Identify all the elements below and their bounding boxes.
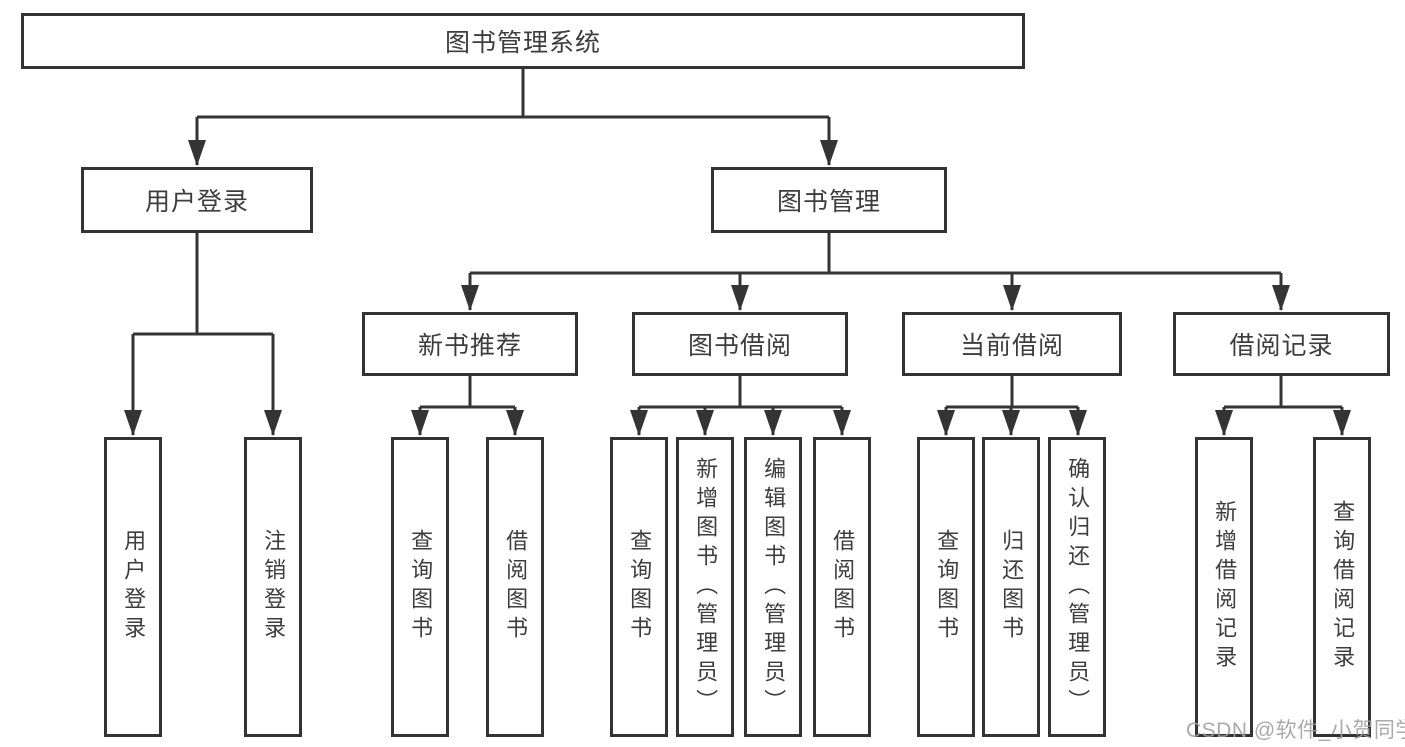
node-query-borrow-record-label: 查询借阅记录 (1330, 500, 1356, 674)
node-book-borrowing: 图书借阅 (632, 312, 848, 376)
node-logout-label: 注销登录 (261, 529, 287, 645)
node-borrow-books: 借阅图书 (813, 437, 871, 737)
node-rec-borrow-books: 借阅图书 (486, 437, 544, 737)
node-add-borrow-record-label: 新增借阅记录 (1212, 500, 1238, 674)
node-confirm-return-admin-label: 确认归还（管理员） (1065, 456, 1091, 718)
node-library-management-system-label: 图书管理系统 (444, 29, 601, 57)
node-rec-query-books: 查询图书 (391, 437, 449, 737)
connector-arrows (124, 117, 1351, 436)
node-new-book-recommendation: 新书推荐 (362, 312, 578, 376)
node-borrow-books-label: 借阅图书 (830, 529, 856, 645)
node-borrowing-records-label: 借阅记录 (1229, 332, 1334, 360)
node-add-books-admin-label: 新增图书（管理员） (693, 456, 719, 718)
node-rec-borrow-books-label: 借阅图书 (503, 529, 529, 645)
node-logout: 注销登录 (244, 437, 302, 737)
csdn-watermark: CSDN @软件_小贺同学 (1186, 719, 1405, 742)
node-current-borrowing-label: 当前借阅 (959, 332, 1064, 360)
node-return-books-label: 归还图书 (999, 529, 1025, 645)
node-user-login-module-label: 用户登录 (144, 188, 249, 216)
node-library-management-system: 图书管理系统 (21, 13, 1025, 69)
node-borrow-query-books-label: 查询图书 (627, 529, 653, 645)
node-book-management-module: 图书管理 (711, 167, 947, 233)
node-rec-query-books-label: 查询图书 (408, 529, 434, 645)
node-add-books-admin: 新增图书（管理员） (676, 437, 734, 737)
node-edit-books-admin-label: 编辑图书（管理员） (761, 456, 787, 718)
node-user-login-leaf-label: 用户登录 (121, 529, 147, 645)
node-edit-books-admin: 编辑图书（管理员） (744, 437, 802, 737)
connector-spines (133, 69, 1342, 409)
node-query-borrow-record: 查询借阅记录 (1313, 437, 1371, 737)
node-current-query-books: 查询图书 (917, 437, 975, 737)
node-user-login-leaf: 用户登录 (104, 437, 162, 737)
node-book-borrowing-label: 图书借阅 (687, 332, 792, 360)
node-current-query-books-label: 查询图书 (934, 529, 960, 645)
node-user-login-module: 用户登录 (81, 167, 313, 233)
node-current-borrowing: 当前借阅 (902, 312, 1122, 376)
node-add-borrow-record: 新增借阅记录 (1195, 437, 1253, 737)
node-return-books: 归还图书 (982, 437, 1040, 737)
node-borrow-query-books: 查询图书 (610, 437, 668, 737)
node-confirm-return-admin: 确认归还（管理员） (1048, 437, 1106, 737)
node-book-management-module-label: 图书管理 (776, 188, 881, 216)
node-borrowing-records: 借阅记录 (1173, 312, 1390, 376)
node-new-book-recommendation-label: 新书推荐 (417, 332, 522, 360)
